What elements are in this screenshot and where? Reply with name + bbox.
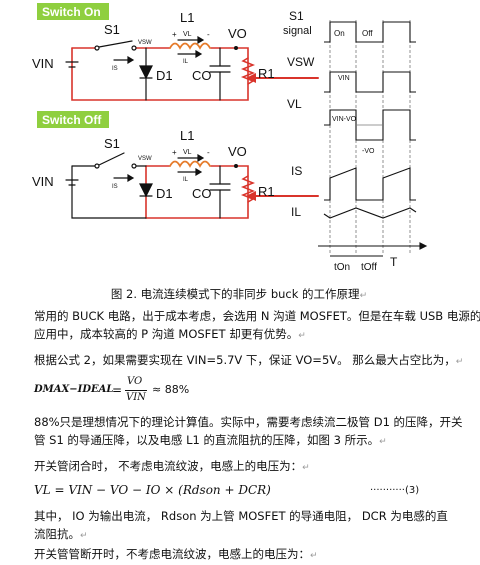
- off-il-label: IL: [183, 177, 189, 183]
- on-vl-plus: +: [172, 30, 177, 39]
- off-vo-label: VO: [228, 144, 247, 159]
- paragraph-5-line-2-text: 流阻抗。: [34, 527, 80, 541]
- on-vsw-label: VSW: [138, 40, 152, 46]
- off-d1-label: D1: [156, 186, 173, 201]
- equation-1-numerator: VO: [127, 376, 143, 387]
- ton-label: tOn: [334, 262, 350, 273]
- equation-3: VL = VIN − VO − IO × (Rdson + DCR): [34, 483, 271, 497]
- vl-off-level-label: -VO: [362, 148, 375, 155]
- s1-signal-label-2: signal: [283, 25, 312, 37]
- period-label: T: [390, 255, 398, 269]
- switch-on-label: Switch On: [42, 5, 101, 19]
- off-phase-label: Off: [362, 29, 373, 38]
- il-waveform-label: IL: [291, 205, 301, 219]
- on-d1-label: D1: [156, 68, 173, 83]
- off-co-label: CO: [192, 186, 212, 201]
- waveforms: [318, 20, 428, 257]
- switch-off-badge: [37, 111, 109, 128]
- off-vl-label: VL: [183, 149, 192, 156]
- buck-diagram-figure: Switch On: [32, 3, 428, 273]
- paragraph-2-text: 根据公式 2，如果需要实现在 VIN=5.7V 下，保证 VO=5V。 那么最大…: [34, 353, 456, 367]
- on-vo-label: VO: [228, 26, 247, 41]
- toff-label: tOff: [361, 262, 377, 273]
- off-vsw-label: VSW: [138, 156, 152, 162]
- vl-waveform-label: VL: [287, 97, 302, 111]
- equation-1-result: ≈ 88%: [152, 383, 190, 396]
- paragraph-6-text: 开关管管断开时，不考虑电流纹波，电感上的电压为：: [34, 547, 310, 561]
- s1-signal-label-1: S1: [289, 9, 304, 23]
- off-vin-label: VIN: [32, 174, 54, 189]
- figure-caption-text: 图 2. 电流连续模式下的非同步 buck 的工作原理: [110, 287, 360, 301]
- on-il-label: IL: [183, 59, 189, 65]
- switch-on-badge: [37, 3, 109, 20]
- figure-caption: 图 2. 电流连续模式下的非同步 buck 的工作原理↵: [110, 287, 368, 301]
- on-vl-minus: -: [207, 30, 210, 39]
- switch-off-label: Switch Off: [42, 113, 102, 127]
- on-s1-label: S1: [104, 22, 120, 37]
- off-vl-plus: +: [172, 148, 177, 157]
- vsw-waveform-label: VSW: [287, 55, 315, 69]
- paragraph-5-line-2: 流阻抗。↵: [34, 527, 88, 541]
- paragraph-3-line-2-text: 管 S1 的导通压降，以及电感 L1 的直流阻抗的压降，如图 3 所示。: [34, 433, 380, 447]
- paragraph-1-line-2: 应用中，成本较高的 P 沟道 MOSFET 却更有优势。↵: [34, 327, 306, 341]
- off-r1-label: R1: [258, 184, 275, 199]
- paragraph-6: 开关管管断开时，不考虑电流纹波，电感上的电压为：↵: [34, 547, 318, 561]
- on-is-label: IS: [112, 66, 118, 72]
- off-l1-label: L1: [180, 128, 194, 143]
- paragraph-2: 根据公式 2，如果需要实现在 VIN=5.7V 下，保证 VO=5V。 那么最大…: [34, 353, 464, 367]
- on-l1-label: L1: [180, 10, 194, 25]
- waveform-labels: S1 signal On Off VSW VIN VL VIN-VO -VO I…: [283, 9, 398, 273]
- equation-1-denominator: VIN: [126, 392, 146, 403]
- paragraph-3-line-2: 管 S1 的导通压降，以及电感 L1 的直流阻抗的压降，如图 3 所示。↵: [34, 433, 387, 447]
- paragraph-5-line-1: 其中， IO 为输出电流， Rdson 为上管 MOSFET 的导通电阻， DC…: [34, 509, 448, 523]
- off-s1-label: S1: [104, 136, 120, 151]
- on-vl-label: VL: [183, 31, 192, 38]
- equation-3-number: ···········(3): [370, 485, 420, 496]
- on-co-label: CO: [192, 68, 212, 83]
- is-waveform-label: IS: [291, 164, 302, 178]
- switch-on-circuit: S1 L1 + VL - VSW IL VO VIN IS D1 CO R1: [32, 10, 319, 101]
- paragraph-4: 开关管闭合时， 不考虑电流纹波，电感上的电压为：↵: [34, 459, 310, 473]
- paragraph-1-line-1: 常用的 BUCK 电路，出于成本考虑，会选用 N 沟道 MOSFET。但是在车载…: [34, 309, 480, 323]
- vl-on-level-label: VIN-VO: [332, 116, 357, 123]
- on-r1-label: R1: [258, 66, 275, 81]
- off-is-label: IS: [112, 184, 118, 190]
- paragraph-1-line-2-text: 应用中，成本较高的 P 沟道 MOSFET 却更有优势。: [34, 327, 299, 341]
- off-vl-minus: -: [207, 148, 210, 157]
- switch-off-circuit: S1 L1 + VL - VSW IL VO VIN IS D1 CO R1: [32, 128, 319, 219]
- equation-1-lhs: DMAX−IDEAL: [34, 384, 114, 395]
- on-phase-label: On: [334, 29, 345, 38]
- paragraph-4-text: 开关管闭合时， 不考虑电流纹波，电感上的电压为：: [34, 459, 303, 473]
- on-vin-label: VIN: [32, 56, 54, 71]
- vin-level-label: VIN: [338, 75, 350, 82]
- paragraph-3-line-1: 88%只是理想情况下的理论计算值。实际中，需要考虑续流二极管 D1 的压降，开关: [34, 415, 463, 429]
